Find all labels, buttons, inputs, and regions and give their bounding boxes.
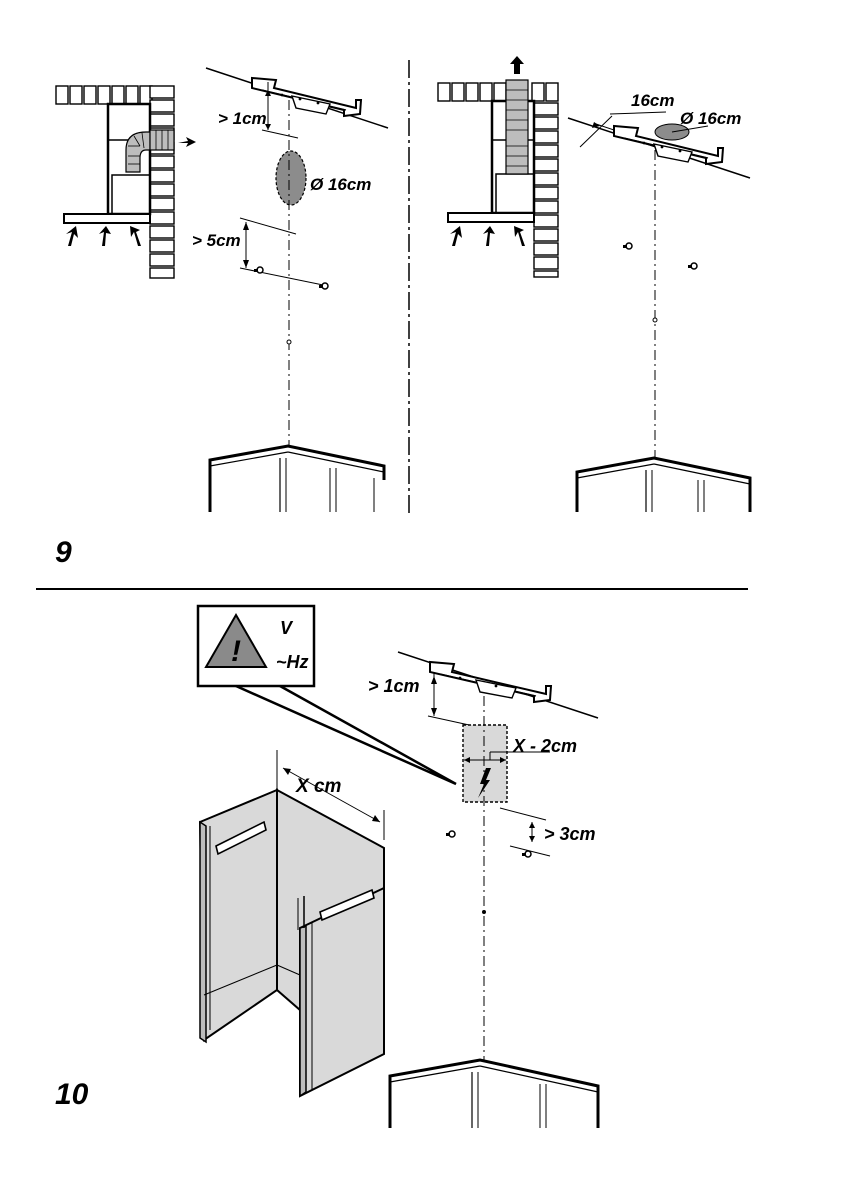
screw-icon — [522, 851, 531, 857]
figure-10-number: 10 — [55, 1078, 89, 1111]
figure-9-number: 9 — [55, 536, 72, 569]
fig10-clearance-top-label: > 1cm — [368, 676, 420, 696]
screw-icon — [254, 267, 263, 273]
screw-icon — [623, 243, 632, 249]
chimney-width-label: X cm — [295, 776, 342, 797]
fig10-bracket-diagram — [390, 652, 598, 1128]
fig9-right-duct-diameter-label: Ø 16cm — [680, 109, 741, 128]
brick-row-top — [438, 83, 558, 101]
fig9-left-duct-diameter-label: Ø 16cm — [310, 175, 371, 194]
brick-column — [150, 86, 174, 278]
screw-icon — [319, 283, 328, 289]
brick-row-top — [56, 86, 152, 104]
warning-icon: ! — [231, 635, 241, 668]
fig9-left-clearance-top-label: > 1cm — [218, 109, 267, 128]
fig9-left-wall-illustration — [56, 86, 196, 278]
chimney-cover-illustration — [200, 750, 384, 1096]
fig9-right-bracket-diagram — [568, 112, 750, 512]
fig9-left-bracket-diagram — [206, 68, 388, 512]
frequency-label: ~Hz — [276, 652, 309, 672]
fig9-left-clearance-bottom-label: > 5cm — [192, 231, 241, 250]
brick-column — [534, 103, 558, 277]
fig10-socket-width-label: X - 2cm — [512, 736, 577, 756]
screw-icon — [446, 831, 455, 837]
fig9-right-wall-illustration — [438, 56, 558, 277]
screw-icon — [688, 263, 697, 269]
voltage-label: V — [280, 618, 294, 638]
fig9-right-offset-label: 16cm — [631, 91, 674, 110]
fig10-clearance-bottom-label: > 3cm — [544, 824, 596, 844]
